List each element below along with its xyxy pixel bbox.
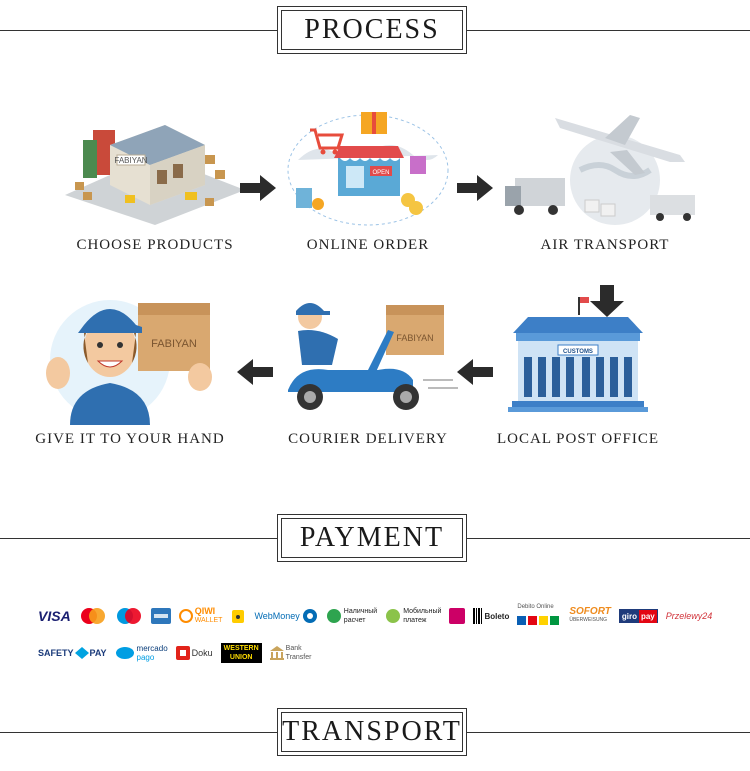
qiwi-logo: QIWI WALLET: [178, 605, 223, 627]
giropay-logo: giro pay: [618, 605, 658, 627]
doku-logo: Doku: [175, 642, 213, 664]
visa-logo: VISA: [38, 605, 71, 627]
cash-text-2: расчет: [343, 617, 366, 624]
cash-text-1: Наличный: [343, 608, 378, 615]
delivery-man-illustration: FABIYAN: [46, 300, 212, 425]
payment-title: PAYMENT: [299, 522, 445, 553]
process-header: PROCESS: [0, 4, 750, 56]
process-title-box: PROCESS: [277, 6, 467, 54]
boleto-text: Boleto: [484, 611, 510, 621]
webmoney-logo: WebMoney: [254, 605, 317, 627]
shop-sign: OPEN: [372, 170, 389, 176]
mobile-text-2: платеж: [403, 617, 427, 624]
transport-title: TRANSPORT: [282, 716, 462, 747]
bank-text-2: Transfer: [285, 654, 312, 661]
payment-header: PAYMENT: [0, 512, 750, 564]
parcel-brand: FABIYAN: [151, 338, 197, 350]
giropay-text-a: giro: [619, 609, 639, 623]
warehouse-illustration: FABIYAN: [65, 125, 245, 225]
customs-sign: CUSTOMS: [563, 349, 593, 355]
payment-logos-row-2: SAFETY PAY mercado pago Doku WESTERN UNI…: [38, 641, 319, 665]
giropay-text-b: pay: [638, 609, 657, 623]
transport-header: TRANSPORT: [0, 706, 750, 758]
step-label: CHOOSE PRODUCTS: [76, 237, 234, 253]
payment-logos-row-1: VISA QIWI WALLET WebMoney Наличный расче…: [38, 604, 720, 628]
transport-title-box: TRANSPORT: [277, 708, 467, 756]
sofort-text: SOFORT: [569, 606, 611, 617]
doku-text: Doku: [191, 647, 213, 658]
mobile-payment-logo: Мобильный платеж: [385, 605, 441, 627]
maestro-logo: [115, 605, 143, 627]
step-label: AIR TRANSPORT: [540, 237, 670, 253]
step-label: ONLINE ORDER: [306, 237, 430, 253]
courier-scooter-illustration: FABIYAN: [288, 303, 458, 410]
mercadopago-text-b: pago: [136, 653, 155, 662]
warehouse-brand: FABIYAN: [114, 156, 147, 165]
qiwi-text: QIWI: [194, 606, 216, 616]
arrow-left-icon: [237, 359, 273, 385]
online-store-illustration: OPEN: [287, 112, 449, 226]
przelewy24-logo: Przelewy24: [666, 605, 713, 627]
przelewy-text: Przelewy24: [665, 610, 713, 621]
qiwi-subtext: WALLET: [194, 617, 223, 624]
mercadopago-text-a: mercado: [136, 644, 168, 653]
wu-text-1: WESTERN: [223, 645, 259, 652]
step-label: GIVE IT TO YOUR HAND: [35, 431, 225, 447]
western-union-logo: WESTERN UNION: [220, 642, 262, 664]
payment-title-box: PAYMENT: [277, 514, 467, 562]
arrow-right-icon: [240, 175, 276, 201]
safetypay-logo: SAFETY PAY: [38, 642, 107, 664]
step-label: COURIER DELIVERY: [288, 431, 448, 447]
arrow-right-icon: [457, 175, 493, 201]
debito-online-logo: Debito Online: [517, 603, 561, 627]
sofort-logo: SOFORT ÜBERWEISUNG: [569, 605, 610, 627]
webmoney-text: WebMoney: [254, 610, 300, 621]
bank-transfer-logo: Bank Transfer: [269, 642, 312, 664]
air-transport-illustration: [505, 115, 695, 225]
visa-text: VISA: [38, 608, 71, 624]
sofort-subtext: ÜBERWEISUNG: [569, 617, 608, 623]
step-label: LOCAL POST OFFICE: [496, 431, 660, 447]
ideal-logo: [449, 605, 466, 627]
bank-text-1: Bank: [285, 645, 302, 652]
post-office-illustration: CUSTOMS: [508, 285, 648, 412]
yandex-money-logo: [230, 605, 246, 627]
boleto-logo: Boleto: [473, 605, 509, 627]
wu-text-2: UNION: [229, 654, 253, 661]
process-title: PROCESS: [304, 14, 440, 45]
mercadopago-logo: mercado pago: [115, 642, 168, 664]
safetypay-text-b: PAY: [89, 647, 107, 658]
cash-payment-logo: Наличный расчет: [326, 605, 377, 627]
mobile-text-1: Мобильный: [403, 608, 442, 615]
safetypay-text-a: SAFETY: [38, 647, 74, 658]
mastercard-logo: [79, 605, 107, 627]
amex-logo: [150, 605, 171, 627]
parcel-brand: FABIYAN: [396, 333, 433, 343]
arrow-left-icon: [457, 359, 493, 385]
debito-text: Debito Online: [517, 603, 554, 610]
